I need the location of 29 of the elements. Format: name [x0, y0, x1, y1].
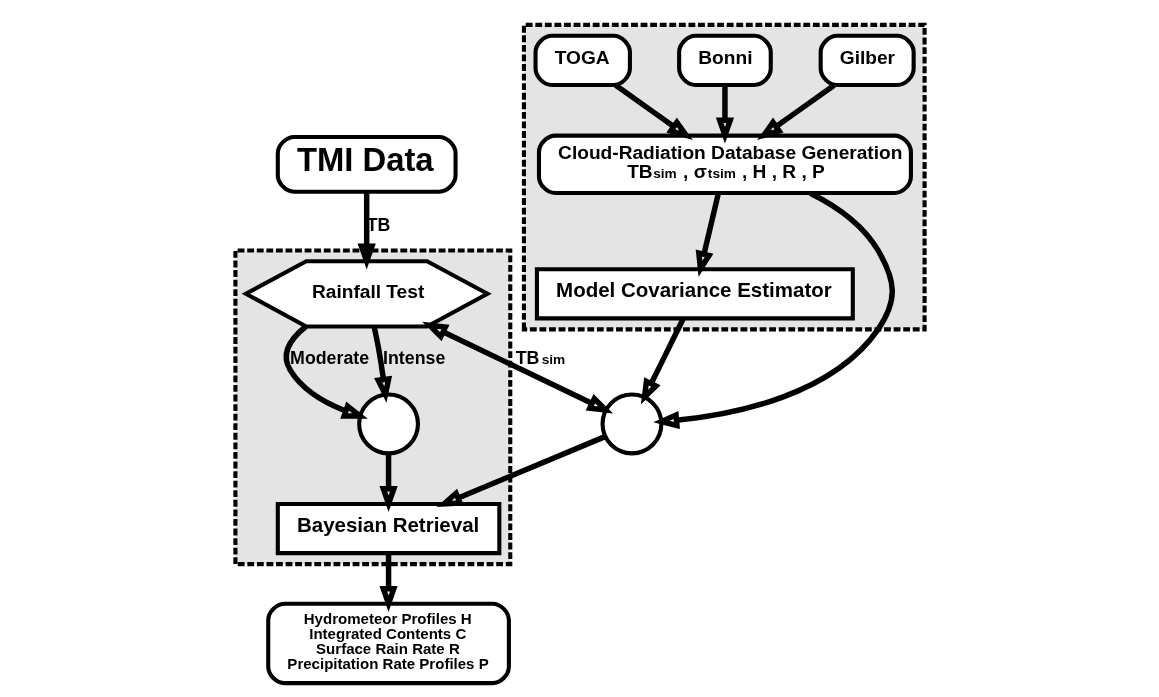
arrow: [421, 321, 613, 414]
arrow: [756, 83, 836, 141]
node-box: Hydrometeor Profiles H Integrated Contents C Surface Rain Rate R Precipitation Rate Profiles P: [265, 601, 511, 686]
node-box: Bayesian Retrieval: [275, 501, 501, 556]
edge-label: TBsim: [515, 347, 565, 368]
arrow: [378, 453, 398, 513]
arrow: [357, 191, 376, 270]
node-box: Cloud-Radiation Database Generation TBsim , σtsim , H , R , P: [536, 133, 913, 196]
cluster: [521, 22, 927, 332]
node-box: Model Covariance Estimator: [534, 267, 855, 321]
edge-label: Moderate: [289, 347, 369, 368]
arrow: [715, 85, 734, 144]
arrow: [378, 553, 398, 613]
arrow: [613, 83, 693, 141]
arrow: [283, 324, 368, 419]
node-box: Gilber: [818, 33, 916, 88]
edge-label: Intense: [382, 347, 445, 368]
arrow: [436, 434, 606, 508]
node-box: TMI Data: [275, 134, 458, 194]
arrow: [652, 190, 895, 430]
arrow: [695, 192, 721, 277]
node-circle: [600, 392, 663, 456]
edge-label: TB: [366, 214, 390, 235]
node-circle: [356, 392, 420, 456]
arrow: [370, 325, 392, 403]
node-box: Bonni: [676, 33, 773, 88]
cluster: [232, 248, 512, 567]
node-box: TOGA: [533, 33, 632, 88]
arrow: [640, 317, 686, 405]
